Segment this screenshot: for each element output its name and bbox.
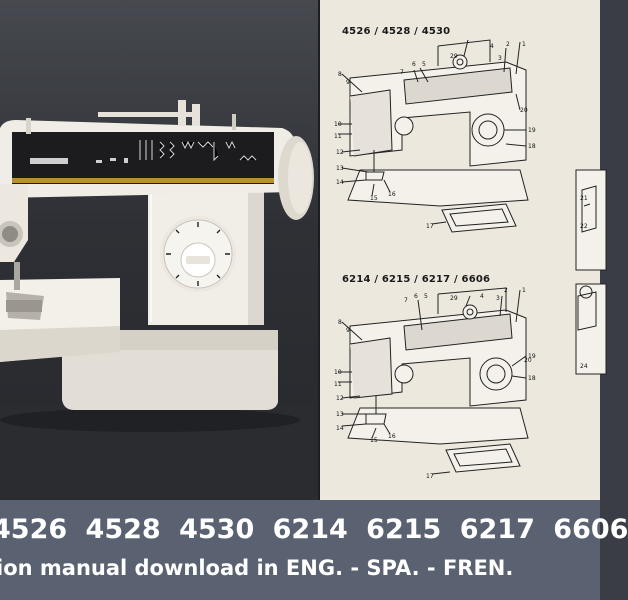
svg-text:21: 21: [580, 195, 588, 202]
svg-text:20: 20: [524, 357, 532, 364]
svg-text:17: 17: [426, 223, 434, 230]
machine-diagram-top: [338, 39, 529, 233]
svg-text:9: 9: [346, 79, 350, 86]
svg-text:15: 15: [370, 437, 378, 444]
svg-text:4: 4: [480, 293, 484, 300]
svg-text:4: 4: [490, 43, 494, 50]
svg-text:8: 8: [338, 71, 342, 78]
svg-text:12: 12: [336, 395, 344, 402]
svg-text:14: 14: [336, 179, 344, 186]
svg-text:2: 2: [506, 41, 510, 48]
manual-heading-bottom: 6214 / 6215 / 6217 / 6606: [342, 274, 491, 285]
svg-text:16: 16: [388, 191, 396, 198]
svg-text:24: 24: [580, 363, 588, 370]
svg-text:17: 17: [426, 473, 434, 480]
svg-text:20: 20: [520, 107, 528, 114]
svg-text:9: 9: [346, 327, 350, 334]
svg-text:2: 2: [504, 287, 508, 294]
subtitle-text: ion manual download in ENG. - SPA. - FRE…: [0, 556, 514, 580]
svg-text:16: 16: [388, 433, 396, 440]
sewing-machine-illustration: [0, 100, 318, 500]
svg-text:1: 1: [522, 41, 526, 48]
svg-text:11: 11: [334, 133, 342, 140]
svg-text:18: 18: [528, 375, 536, 382]
model-numbers-text: 4526 4528 4530 6214 6215 6217 6606: [0, 514, 628, 545]
svg-text:10: 10: [334, 121, 342, 128]
svg-text:6: 6: [414, 293, 418, 300]
bottom-banner: 4526 4528 4530 6214 6215 6217 6606 ion m…: [0, 500, 628, 600]
banner-subtitle: ion manual download in ENG. - SPA. - FRE…: [0, 556, 600, 580]
svg-text:7: 7: [400, 69, 404, 76]
svg-text:18: 18: [528, 143, 536, 150]
svg-text:13: 13: [336, 411, 344, 418]
svg-text:12: 12: [336, 149, 344, 156]
svg-text:5: 5: [422, 61, 426, 68]
svg-text:1: 1: [522, 287, 526, 294]
svg-text:5: 5: [424, 293, 428, 300]
svg-text:13: 13: [336, 165, 344, 172]
svg-text:29: 29: [450, 295, 458, 302]
manual-heading-top: 4526 / 4528 / 4530: [342, 26, 451, 37]
svg-text:3: 3: [496, 295, 500, 302]
machine-diagram-bottom: [338, 287, 529, 475]
svg-text:11: 11: [334, 381, 342, 388]
banner-model-numbers: 4526 4528 4530 6214 6215 6217 6606: [0, 514, 628, 545]
svg-text:15: 15: [370, 195, 378, 202]
sewing-machine-photo: [0, 0, 318, 500]
svg-text:29: 29: [450, 53, 458, 60]
svg-text:7: 7: [404, 297, 408, 304]
svg-text:10: 10: [334, 369, 342, 376]
svg-text:6: 6: [412, 61, 416, 68]
svg-text:19: 19: [528, 353, 536, 360]
svg-text:19: 19: [528, 127, 536, 134]
svg-text:22: 22: [580, 223, 588, 230]
svg-text:3: 3: [498, 55, 502, 62]
svg-text:8: 8: [338, 319, 342, 326]
svg-text:14: 14: [336, 425, 344, 432]
